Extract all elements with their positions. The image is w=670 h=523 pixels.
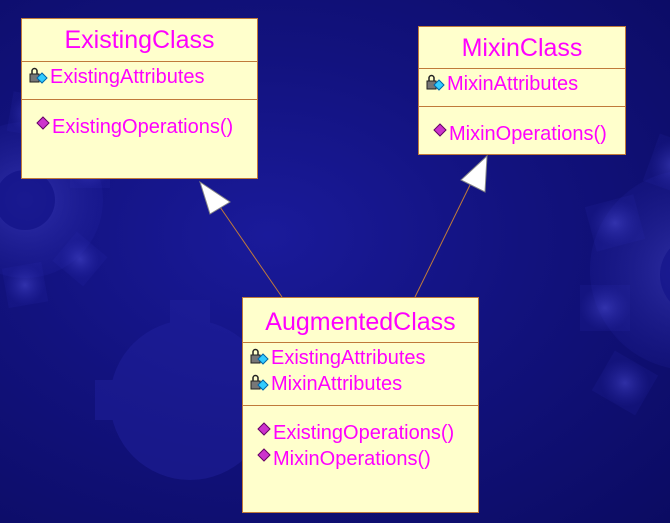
attribute-row: ExistingAttributes — [28, 64, 257, 90]
operation-row: MixinOperations() — [433, 121, 625, 147]
attributes-compartment: MixinAttributes — [419, 69, 625, 107]
generalization-line-mixin — [414, 184, 471, 298]
attribute-row: ExistingAttributes — [249, 345, 478, 371]
operation-diamond-icon — [257, 422, 271, 436]
attribute-row: MixinAttributes — [249, 371, 478, 397]
attribute-row: MixinAttributes — [425, 71, 625, 97]
existing-class-box: ExistingClass ExistingAttributes Existin… — [21, 18, 258, 179]
operations-compartment: MixinOperations() — [419, 107, 625, 147]
operation-label: MixinOperations() — [449, 123, 607, 145]
gear-right-icon — [580, 133, 670, 416]
operation-row: ExistingOperations() — [36, 114, 257, 140]
gear-bottom-icon — [95, 300, 270, 480]
attribute-label: ExistingAttributes — [50, 66, 205, 88]
attribute-label: MixinAttributes — [447, 73, 579, 95]
hollow-triangle-arrowhead — [199, 180, 231, 215]
generalization-line-existing — [219, 206, 283, 298]
hollow-triangle-arrowhead — [460, 154, 488, 193]
locked-attribute-icon — [250, 348, 269, 365]
operation-label: ExistingOperations() — [273, 422, 455, 444]
operation-diamond-icon — [257, 448, 271, 462]
attributes-compartment: ExistingAttributes MixinAttributes — [243, 343, 478, 406]
operation-row: MixinOperations() — [257, 446, 478, 472]
locked-attribute-icon — [29, 67, 48, 84]
locked-attribute-icon — [426, 74, 445, 91]
operations-compartment: ExistingOperations() MixinOperations() — [243, 406, 478, 472]
augmented-class-box: AugmentedClass ExistingAttributes MixinA… — [242, 297, 479, 513]
class-name: ExistingClass — [22, 19, 257, 62]
operation-diamond-icon — [36, 116, 50, 130]
attribute-label: MixinAttributes — [271, 373, 403, 395]
attribute-label: ExistingAttributes — [271, 347, 426, 369]
mixin-class-box: MixinClass MixinAttributes MixinOperatio… — [418, 26, 626, 155]
locked-attribute-icon — [250, 374, 269, 391]
class-name: AugmentedClass — [243, 298, 478, 343]
class-name: MixinClass — [419, 27, 625, 69]
operations-compartment: ExistingOperations() — [22, 100, 257, 140]
operation-label: ExistingOperations() — [52, 116, 234, 138]
operation-row: ExistingOperations() — [257, 420, 478, 446]
attributes-compartment: ExistingAttributes — [22, 62, 257, 100]
operation-diamond-icon — [433, 123, 447, 137]
operation-label: MixinOperations() — [273, 448, 431, 470]
